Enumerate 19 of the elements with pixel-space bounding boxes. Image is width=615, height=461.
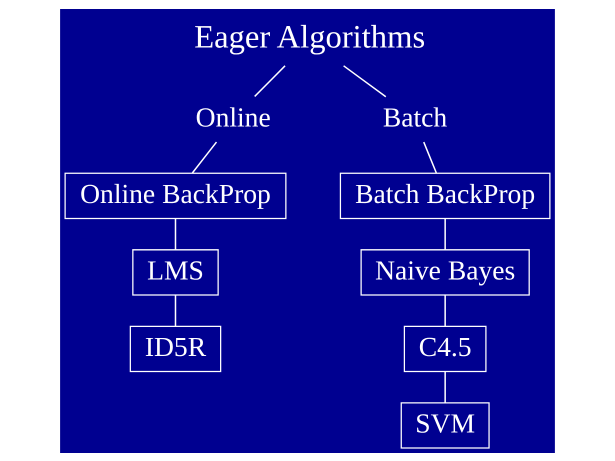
node-text: Online <box>196 100 271 132</box>
connector <box>423 141 438 173</box>
connector <box>444 218 446 250</box>
connector <box>343 64 386 97</box>
connector <box>192 141 218 173</box>
node-box: Naive Bayes <box>360 248 530 296</box>
connector <box>444 294 446 326</box>
node-text: Batch <box>382 100 448 132</box>
node-text: Eager Algorithms <box>194 19 426 56</box>
node-box: Online BackProp <box>64 172 286 219</box>
node-box: SVM <box>400 402 490 448</box>
connector <box>174 218 176 250</box>
connector <box>254 64 286 96</box>
node-box: LMS <box>132 248 219 296</box>
connector <box>444 371 446 402</box>
node-box: ID5R <box>130 325 222 372</box>
node-box: C4.5 <box>404 325 487 372</box>
connector <box>174 294 176 326</box>
node-box: Batch BackProp <box>340 172 550 219</box>
